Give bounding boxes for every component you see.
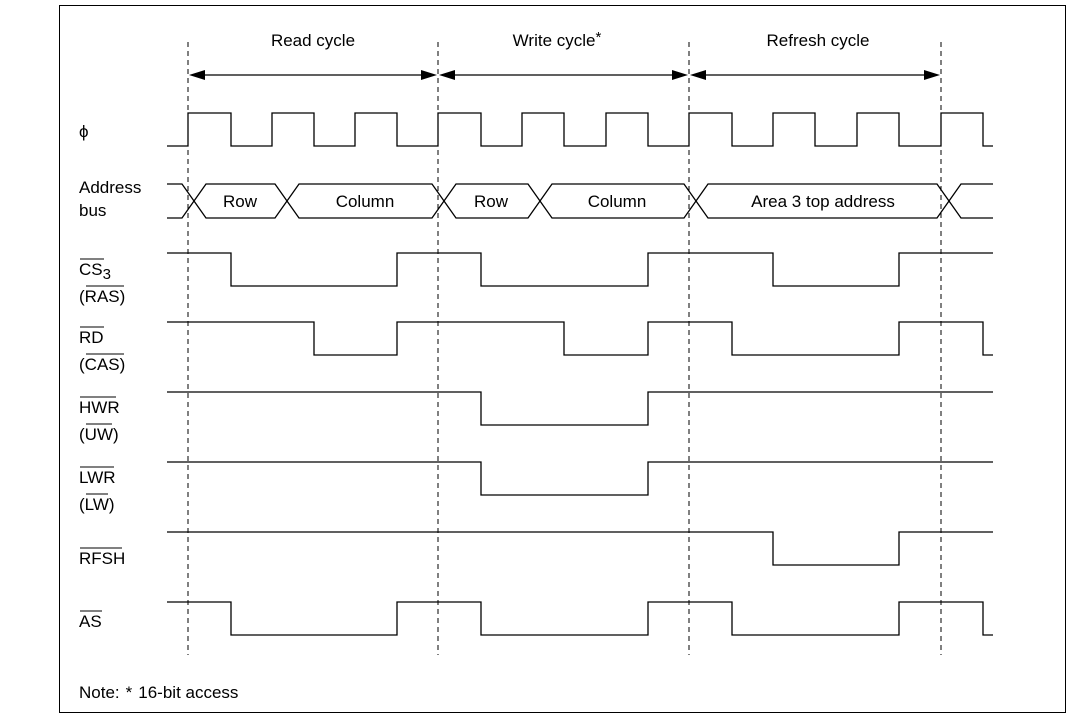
cycle-span-arrows bbox=[189, 70, 940, 80]
address-bus-upper-edge bbox=[167, 183, 993, 203]
refresh-cycle-arrow bbox=[690, 70, 940, 80]
hwr-label: HWR bbox=[79, 398, 120, 417]
signal-labels: ϕ Address bus CS3 (RAS) RD (CAS) HWR (UW… bbox=[79, 122, 141, 631]
address-bus-waveform: Row Column Row Column Area 3 top address bbox=[167, 183, 993, 219]
refresh-cycle-label: Refresh cycle bbox=[767, 31, 870, 50]
lwr-waveform bbox=[167, 461, 993, 496]
address-bus-label-line1: Address bbox=[79, 178, 141, 197]
rd-label: RD bbox=[79, 328, 104, 347]
clock-waveform bbox=[167, 112, 993, 147]
footnote: Note:*16-bit access bbox=[79, 683, 238, 702]
write-cycle-arrow bbox=[439, 70, 688, 80]
lwr-label: LWR bbox=[79, 468, 116, 487]
hwr-alt-label: (UW) bbox=[79, 425, 119, 444]
hwr-waveform bbox=[167, 391, 993, 426]
figure-frame bbox=[59, 5, 1066, 713]
cs3-label: CS3 bbox=[79, 260, 111, 283]
write-cycle-label: Write cycle* bbox=[513, 29, 602, 50]
clock-label: ϕ bbox=[79, 122, 89, 141]
address-column-1: Column bbox=[336, 192, 395, 211]
cs3-waveform bbox=[167, 252, 993, 287]
rfsh-label: RFSH bbox=[79, 549, 125, 568]
address-area3: Area 3 top address bbox=[751, 192, 895, 211]
rfsh-waveform bbox=[167, 531, 993, 566]
read-cycle-label: Read cycle bbox=[271, 31, 355, 50]
rd-waveform bbox=[167, 321, 993, 356]
address-row-2: Row bbox=[474, 192, 509, 211]
read-cycle-arrow bbox=[189, 70, 437, 80]
rd-alt-label: (CAS) bbox=[79, 355, 125, 374]
cycle-headers: Read cycle Write cycle* Refresh cycle bbox=[271, 29, 870, 50]
address-column-2: Column bbox=[588, 192, 647, 211]
address-bus-label-line2: bus bbox=[79, 201, 106, 220]
cs3-alt-label: (RAS) bbox=[79, 287, 125, 306]
as-label: AS bbox=[79, 612, 102, 631]
as-waveform bbox=[167, 601, 993, 636]
lwr-alt-label: (LW) bbox=[79, 495, 115, 514]
address-row-1: Row bbox=[223, 192, 258, 211]
address-bus-lower-edge bbox=[167, 199, 993, 219]
